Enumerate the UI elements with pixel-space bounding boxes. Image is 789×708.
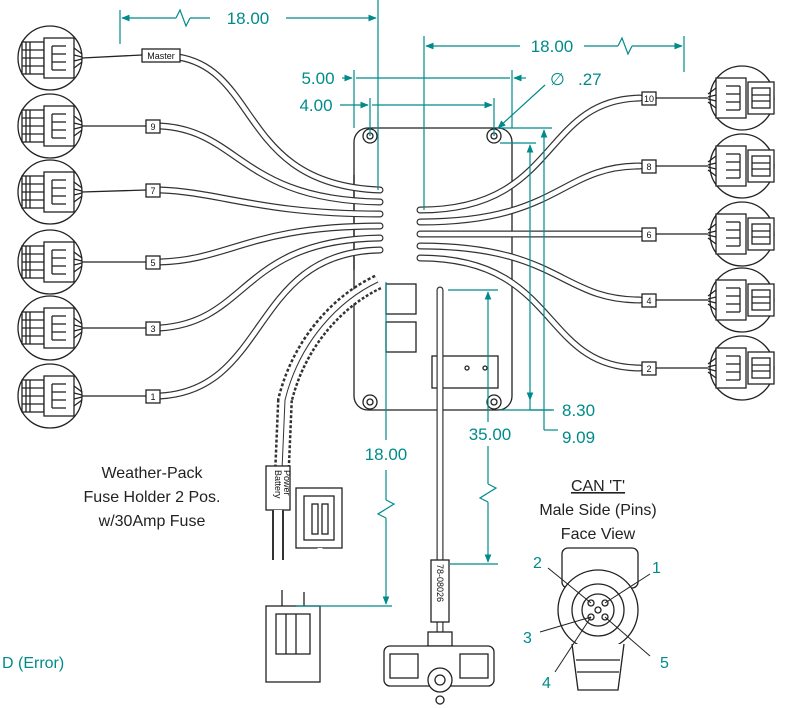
tag-9: 9 — [150, 122, 155, 132]
fuse-note-line3: w/30Amp Fuse — [98, 513, 206, 530]
tag-master: Master — [147, 51, 175, 61]
dim-left-harness: 18.00 — [227, 9, 270, 28]
dim-power-cable: 18.00 — [365, 445, 408, 464]
can-part-number: 78-08026 — [435, 564, 445, 602]
status-text: D (Error) — [2, 655, 64, 672]
left-connector-5 — [17, 229, 83, 295]
left-connector-7 — [17, 159, 83, 225]
can-t-line2: Male Side (Pins) — [539, 502, 656, 519]
tag-6: 6 — [646, 230, 651, 240]
fuse-note-line1: Weather-Pack — [101, 465, 203, 482]
dim-mount-outer: 5.00 — [301, 69, 334, 88]
battery-power-label-box — [265, 465, 291, 511]
left-connectors — [17, 25, 147, 429]
tag-4: 4 — [646, 296, 651, 306]
right-harness-cables — [416, 94, 644, 372]
right-connector-4 — [707, 267, 775, 333]
battery-label-line2: Power — [282, 470, 292, 496]
can-pin-4: 4 — [542, 675, 551, 692]
left-connector-master — [17, 25, 83, 91]
left-wire-tags: Master 9 7 5 3 1 — [141, 48, 181, 404]
can-pin-2: 2 — [533, 555, 542, 572]
fuse-note-line2: Fuse Holder 2 Pos. — [84, 489, 221, 506]
tag-8: 8 — [646, 162, 651, 172]
can-t-title: CAN 'T' — [571, 478, 625, 495]
can-t-line3: Face View — [561, 526, 636, 543]
fuse-holder — [295, 487, 343, 549]
can-t-face-view: 1 2 3 4 5 — [523, 547, 669, 692]
left-connector-3 — [17, 295, 83, 361]
dim-height-inner: 8.30 — [562, 401, 595, 420]
dimension-text: 18.00 18.00 5.00 4.00 ∅ .27 8.30 9.09 18… — [227, 9, 602, 464]
dimension-lines — [119, 0, 685, 607]
right-connector-10 — [707, 65, 775, 131]
left-connector-9 — [17, 93, 83, 159]
can-pin-3: 3 — [523, 630, 532, 647]
battery-label-line1: Battery — [273, 470, 283, 499]
tag-10: 10 — [644, 94, 654, 104]
power-connector — [265, 605, 321, 683]
dim-hole-symbol: ∅ — [550, 70, 565, 89]
left-connector-1 — [17, 363, 83, 429]
dim-can-cable: 35.00 — [469, 425, 512, 444]
tag-3: 3 — [150, 324, 155, 334]
right-connector-6 — [707, 201, 775, 267]
tag-2: 2 — [646, 364, 651, 374]
dim-mount-inner: 4.00 — [299, 96, 332, 115]
notes: Weather-Pack Fuse Holder 2 Pos. w/30Amp … — [2, 465, 657, 672]
dim-hole-diameter: .27 — [578, 70, 602, 89]
can-pin-5: 5 — [660, 655, 669, 672]
tag-1: 1 — [150, 392, 155, 402]
right-connector-8 — [707, 133, 775, 199]
right-wire-tags: 10 8 6 4 2 — [641, 91, 657, 376]
can-pin-1: 1 — [652, 560, 661, 577]
left-harness-cables — [156, 53, 384, 400]
right-connector-2 — [707, 335, 775, 401]
dim-right-harness: 18.00 — [531, 37, 574, 56]
power-lead: Battery Power — [265, 274, 382, 683]
right-connectors — [656, 65, 775, 401]
can-cable: 78-08026 — [383, 286, 495, 705]
dim-height-outer: 9.09 — [562, 428, 595, 447]
tag-5: 5 — [150, 258, 155, 268]
tag-7: 7 — [150, 186, 155, 196]
